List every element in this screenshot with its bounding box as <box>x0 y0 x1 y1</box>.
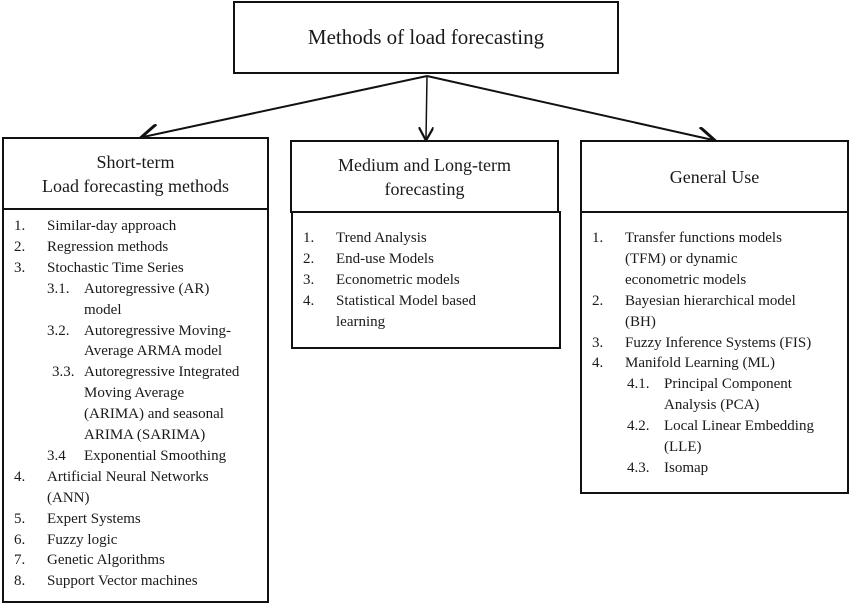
list-item-number: 4. <box>303 292 315 309</box>
list-item-number: 4. <box>14 468 26 485</box>
list-item-text: Moving Average <box>84 385 185 402</box>
list-item-text: Isomap <box>664 459 709 476</box>
list-item-text: Similar-day approach <box>47 218 177 234</box>
list-item-number: 3.4 <box>47 447 66 464</box>
general-use-header: General Use <box>669 166 760 187</box>
list-item-number: 3. <box>303 271 315 288</box>
short-term-header-box: Short-term Load forecasting methods <box>2 137 269 210</box>
arrow-to-medium-long-term <box>426 75 427 139</box>
medium-long-term-header-box: Medium and Long-term forecasting <box>290 140 559 213</box>
medium-long-term-list-box: 1. Trend Analysis 2. End-use Models 3. Econom… <box>291 211 561 349</box>
list-item-text: Transfer functions models <box>625 230 782 246</box>
list-item-text: Genetic Algorithms <box>47 552 165 569</box>
list-item-number: 6. <box>14 531 26 548</box>
short-term-header-line1: Short-term <box>96 151 175 172</box>
short-term-list-box: 1. Similar-day approach 2. Regression metho… <box>2 208 269 603</box>
list-item-text: Regression methods <box>47 238 169 255</box>
list-item-text: Fuzzy Inference Systems (FIS) <box>625 334 812 351</box>
general-use-list-box: 1. Transfer functions models (TFM) or dyna… <box>580 211 849 494</box>
list-item-number: 4.3. <box>627 459 650 476</box>
list-item-text: Statistical Model based <box>336 292 476 309</box>
root-node-box: Methods of load forecasting <box>233 1 619 74</box>
root-title: Methods of load forecasting <box>307 25 545 49</box>
list-item-number: 3. <box>14 259 26 276</box>
arrow-to-short-term <box>143 75 428 137</box>
list-item-text: Expert Systems <box>47 510 141 527</box>
list-item-number: 2. <box>303 250 315 267</box>
list-item-text: Autoregressive Moving- <box>84 322 232 339</box>
list-item-text: Econometric models <box>336 271 460 288</box>
list-item-text: Exponential Smoothing <box>84 447 227 464</box>
list-item-number: 4.1. <box>627 376 650 393</box>
medium-long-term-header-line2: forecasting <box>384 178 465 199</box>
list-item-text: Stochastic Time Series <box>47 259 184 276</box>
list-item-number: 8. <box>14 573 26 590</box>
list-item-text: Support Vector machines <box>47 573 198 590</box>
list-item-text: (TFM) or dynamic <box>625 250 738 267</box>
list-item-text: learning <box>336 313 386 330</box>
list-item-text: Manifold Learning (ML) <box>625 355 775 372</box>
list-item-text: Trend Analysis <box>336 230 427 246</box>
list-item-text: (ARIMA) and seasonal <box>84 406 224 423</box>
list-item-number: 3.3. <box>52 364 75 381</box>
list-item-text: ARIMA (SARIMA) <box>84 427 206 443</box>
list-item-text: (ANN) <box>47 489 90 506</box>
list-item-number: 3.1. <box>47 280 70 297</box>
list-item-text: (LLE) <box>664 439 702 455</box>
list-item-text: Local Linear Embedding <box>664 418 814 435</box>
list-item-text: Analysis (PCA) <box>664 397 760 414</box>
list-item-text: Bayesian hierarchical model <box>625 292 796 309</box>
list-item-number: 5. <box>14 510 26 527</box>
list-item-text: (BH) <box>625 313 656 330</box>
list-item-text: Fuzzy logic <box>47 531 118 548</box>
list-item-text: Autoregressive Integrated <box>84 364 240 381</box>
list-item-number: 2. <box>14 238 26 255</box>
general-use-header-box: General Use <box>580 140 849 213</box>
list-item-text: model <box>84 301 122 318</box>
list-item-number: 3.2. <box>47 322 70 339</box>
list-item-text: Principal Component <box>664 376 792 393</box>
list-item-number: 4. <box>592 355 604 372</box>
arrow-to-general-use <box>426 75 713 140</box>
medium-long-term-header-line1: Medium and Long-term <box>338 154 511 175</box>
list-item-number: 1. <box>14 218 26 234</box>
list-item-number: 2. <box>592 292 604 309</box>
list-item-text: Artificial Neural Networks <box>47 468 209 485</box>
list-item-text: Autoregressive (AR) <box>84 280 210 297</box>
list-item-number: 1. <box>592 230 604 246</box>
list-item-number: 1. <box>303 230 315 246</box>
list-item-number: 4.2. <box>627 418 650 435</box>
list-item-text: econometric models <box>625 271 747 288</box>
list-item-number: 3. <box>592 334 604 351</box>
short-term-header-line2: Load forecasting methods <box>42 175 229 196</box>
list-item-number: 7. <box>14 552 26 569</box>
list-item-text: Average ARMA model <box>84 343 223 360</box>
list-item-text: End-use Models <box>336 250 434 267</box>
